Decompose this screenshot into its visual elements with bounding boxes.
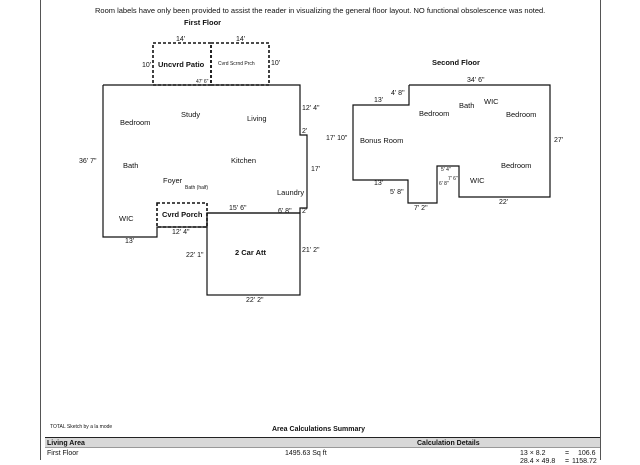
room-laundry: Laundry (277, 188, 305, 197)
summary-table-row: First Floor 1495.63 Sq ft 13 × 8.2 = 106… (45, 447, 600, 465)
sf-room-bonus: Bonus Room (360, 136, 404, 145)
calc-result: 106.6 (578, 450, 596, 457)
dim-porch-width: 14' (236, 36, 246, 43)
header-note: Room labels have only been provided to a… (95, 6, 546, 15)
dim-sf-small-b: 7' 6" (448, 176, 458, 182)
calc-result-2: 1158.72 (572, 458, 597, 465)
dim-notch: 2' (302, 128, 308, 135)
sf-room-wic-bottom: WIC (470, 176, 485, 185)
room-bath: Bath (123, 161, 139, 170)
dim-sf-left-top: 13' (374, 97, 384, 104)
dim-sf-right-height: 27' (554, 137, 564, 144)
dim-sf-bottom-left: 7' 2" (414, 205, 428, 212)
dim-sf-left-height: 17' 10" (326, 135, 348, 142)
dim-sf-small-c: 6' 8" (439, 181, 449, 187)
room-foyer: Foyer (163, 176, 183, 185)
garage-label: 2 Car Att (235, 248, 266, 257)
dim-sf-step-bottom: 5' 8" (390, 189, 404, 196)
room-kitchen: Kitchen (231, 156, 257, 165)
sf-room-bedroom-left: Bedroom (419, 109, 450, 118)
sketch-credit: TOTAL Sketch by a la mode (50, 424, 113, 430)
calc-expression: 13 × 8.2 (520, 450, 546, 457)
screened-porch-label: Cvrd Scrnd Prch (218, 61, 255, 67)
first-floor-title: First Floor (184, 18, 222, 27)
sf-room-bedroom-right: Bedroom (506, 110, 537, 119)
calc-equals: = (565, 450, 570, 457)
dim-porch-bottom: 12' 4" (172, 229, 190, 236)
row-label: First Floor (47, 450, 79, 457)
dim-garage-right: 21' 2" (302, 247, 320, 254)
room-bedroom: Bedroom (120, 118, 151, 127)
dim-sf-left-bottom: 13' (374, 180, 384, 187)
dim-garage-bottom: 22' 2" (246, 297, 264, 304)
dim-sf-bottom-right: 22' (499, 199, 509, 206)
dim-patio-depth: 10' (142, 62, 152, 69)
patio-label: Uncvrd Patio (158, 60, 205, 69)
room-wic: WIC (119, 214, 134, 223)
dim-sf-step-top: 4' 8" (391, 90, 405, 97)
dim-porch-depth: 10' (271, 60, 281, 67)
dim-bottom-left: 13' (125, 238, 135, 245)
dim-notch-right: 2' (302, 208, 308, 215)
room-bath-half: Bath (half) (185, 185, 209, 191)
room-living: Living (247, 114, 267, 123)
second-floor-outline (352, 84, 551, 204)
dim-sf-small-a: 5' 4" (441, 167, 451, 173)
dim-bottom-right: 6' 8" (278, 208, 292, 215)
sf-room-bath: Bath (459, 101, 475, 110)
col-living-area: Living Area (47, 440, 85, 447)
dim-bottom-mid: 15' 6" (229, 205, 247, 212)
sf-room-bedroom-bottom: Bedroom (501, 161, 532, 170)
dim-patio-width: 14' (176, 36, 186, 43)
col-calc-details: Calculation Details (417, 440, 480, 447)
left-margin (0, 0, 41, 460)
dim-left-height: 36' 7" (79, 158, 97, 165)
garage-outline (206, 212, 301, 296)
dim-right-top: 12' 4" (302, 105, 320, 112)
room-study: Study (181, 110, 201, 119)
dim-inner-small: 47' 6" (196, 79, 209, 85)
dim-right-mid: 17' (311, 166, 321, 173)
summary-title: Area Calculations Summary (272, 426, 365, 433)
sf-room-wic-top: WIC (484, 97, 499, 106)
calc-expression-2: 28.4 × 49.8 (520, 458, 556, 465)
calc-equals-2: = (565, 458, 570, 465)
covered-porch-label: Cvrd Porch (162, 210, 203, 219)
dim-sf-top: 34' 6" (467, 77, 485, 84)
right-margin (600, 0, 640, 460)
row-value: 1495.63 Sq ft (285, 450, 327, 457)
second-floor-title: Second Floor (432, 58, 480, 67)
dim-garage-left: 22' 1" (186, 252, 204, 259)
summary-table-header: Living Area Calculation Details (45, 437, 600, 448)
covered-porch-outline (156, 202, 208, 228)
